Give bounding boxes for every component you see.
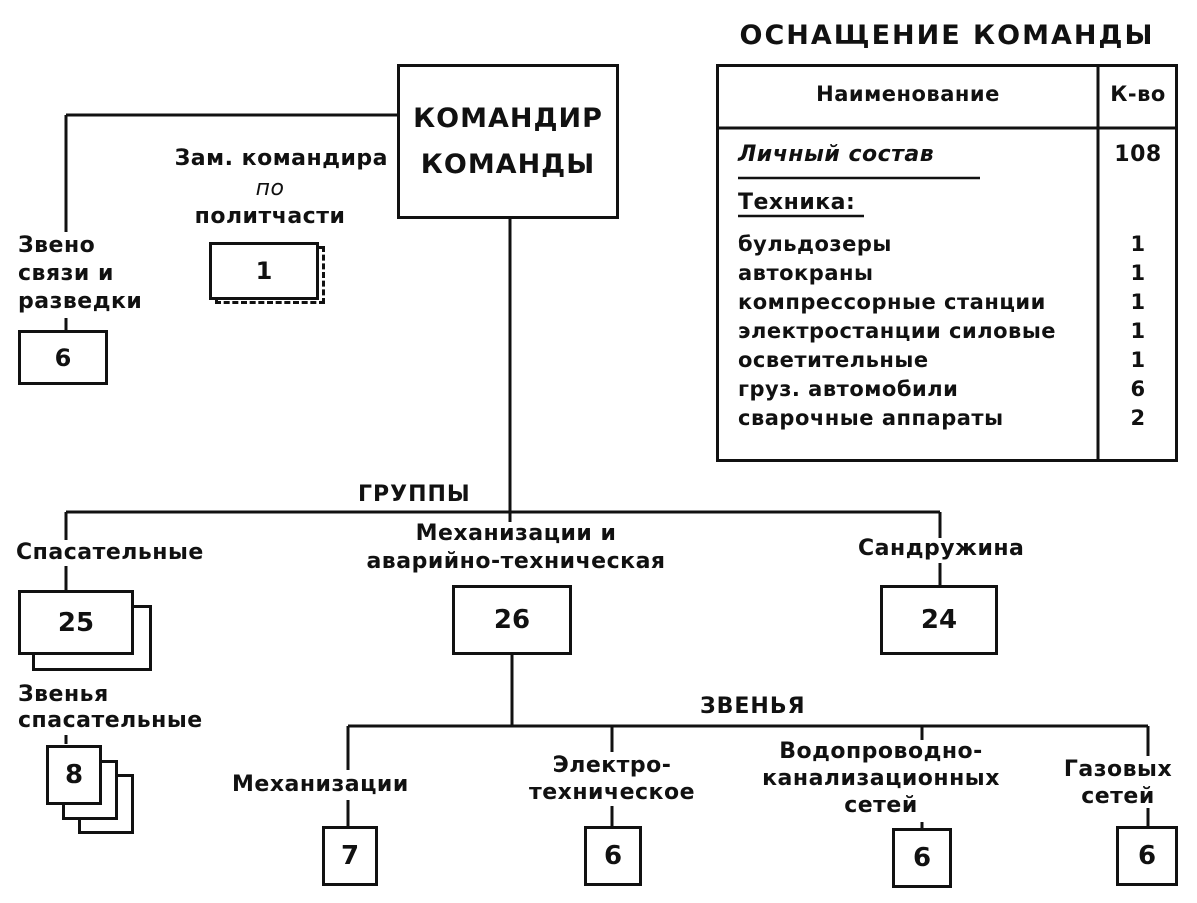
rescue-links-count: 8: [64, 760, 84, 790]
group-mech-label: Механизации и аварийно-техническая: [340, 520, 692, 576]
equipment-item-count: 1: [1130, 348, 1146, 372]
link-electrical-line2: техническое: [528, 780, 695, 805]
group-medical-count: 24: [920, 605, 958, 635]
equipment-item-name: компрессорные станции: [738, 290, 1046, 314]
group-rescue-label: Спасательные: [16, 540, 204, 565]
group-medical-box: 24: [880, 585, 998, 655]
group-mech-line2: аварийно-техническая: [366, 549, 666, 574]
recon-label: Звено связи и разведки: [18, 232, 142, 316]
group-mech-count: 26: [493, 605, 531, 635]
equipment-item-count: 1: [1130, 232, 1146, 256]
recon-box: 6: [18, 330, 108, 385]
rescue-links-label: Звенья спасательные: [18, 682, 203, 734]
deputy-line1: Зам. командира: [174, 146, 388, 171]
link-water-box: 6: [892, 828, 952, 888]
link-mechanization-label: Механизации: [232, 772, 409, 797]
group-rescue-box: 25: [18, 590, 134, 655]
recon-line3: разведки: [18, 289, 143, 314]
equipment-item-count: 1: [1130, 319, 1146, 343]
tech-heading: Техника:: [738, 190, 856, 215]
deputy-line2: по: [255, 176, 285, 201]
group-rescue-count: 25: [57, 607, 95, 638]
rescue-links-box: 8: [46, 745, 102, 805]
equipment-item-name: бульдозеры: [738, 232, 892, 256]
link-electrical-count: 6: [603, 841, 623, 871]
link-electrical-line1: Электро-: [552, 753, 672, 778]
equipment-item-count: 1: [1130, 261, 1146, 285]
deputy-box: 1: [209, 242, 319, 300]
commander-box: КОМАНДИР КОМАНДЫ: [397, 64, 619, 219]
link-water-line3: сетей: [844, 793, 918, 818]
links-label: ЗВЕНЬЯ: [700, 694, 806, 719]
equipment-item-count: 2: [1130, 406, 1146, 430]
recon-line1: Звено: [18, 233, 96, 258]
link-gas-line1: Газовых: [1063, 757, 1173, 782]
commander-line1: КОМАНДИР: [413, 102, 603, 134]
equipment-item-count: 1: [1130, 290, 1146, 314]
groups-label: ГРУППЫ: [358, 482, 471, 507]
equipment-item-name: автокраны: [738, 261, 874, 285]
link-gas-box: 6: [1116, 826, 1178, 886]
group-mech-box: 26: [452, 585, 572, 655]
link-mechanization-count: 7: [340, 841, 360, 871]
link-gas-label: Газовых сетей: [1048, 756, 1188, 810]
column-header-name: Наименование: [816, 82, 1000, 106]
deputy-line3: политчасти: [194, 204, 346, 229]
equipment-item-name: груз. автомобили: [738, 377, 959, 401]
equipment-table: [716, 64, 1178, 462]
equipment-title: ОСНАЩЕНИЕ КОМАНДЫ: [739, 20, 1155, 51]
group-mech-line1: Механизации и: [415, 521, 617, 546]
column-header-count: К-во: [1110, 82, 1166, 106]
link-gas-line2: сетей: [1081, 784, 1155, 809]
personnel-count: 108: [1114, 142, 1162, 167]
equipment-item-count: 6: [1130, 377, 1146, 401]
recon-count: 6: [54, 343, 72, 372]
personnel-label: Личный состав: [738, 142, 935, 167]
equipment-item-name: осветительные: [738, 348, 929, 372]
link-water-line1: Водопроводно-: [779, 739, 983, 764]
commander-line2: КОМАНДЫ: [420, 148, 596, 180]
rescue-links-line2: спасательные: [18, 708, 203, 733]
recon-line2: связи и: [18, 261, 114, 286]
equipment-item-name: сварочные аппараты: [738, 406, 1004, 430]
deputy-count: 1: [255, 257, 273, 285]
rescue-links-line1: Звенья: [18, 682, 109, 707]
link-water-line2: канализационных: [762, 766, 1000, 791]
link-water-label: Водопроводно- канализационных сетей: [738, 738, 1024, 819]
equipment-item-name: электростанции силовые: [738, 319, 1057, 343]
link-electrical-label: Электро- техническое: [500, 752, 724, 806]
link-gas-count: 6: [1137, 841, 1157, 871]
link-mechanization-box: 7: [322, 826, 378, 886]
link-water-count: 6: [912, 843, 932, 873]
group-medical-label: Сандружина: [858, 536, 1025, 561]
link-electrical-box: 6: [584, 826, 642, 886]
